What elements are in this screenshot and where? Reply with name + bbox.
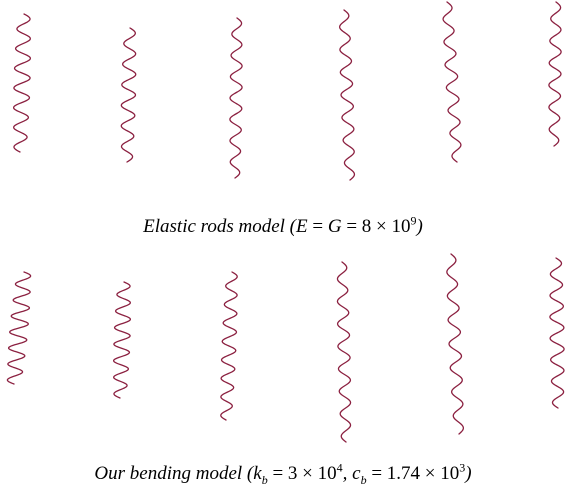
bending-model-strands	[6, 253, 565, 443]
cb-exponent: 3	[459, 460, 466, 475]
caption-value: = 8 × 10	[341, 216, 411, 237]
symbol-g: G	[327, 216, 342, 237]
strand-6	[548, 1, 562, 147]
elastic-rods-caption: Elastic rods model (E = G = 8 × 109)	[0, 213, 566, 238]
kb-exponent: 4	[336, 460, 343, 475]
strand-5	[442, 1, 462, 163]
caption-prefix: Elastic rods model (	[143, 216, 297, 237]
strand-1	[6, 271, 32, 385]
symbol-e: E	[296, 216, 308, 237]
caption-suffix: )	[465, 463, 472, 484]
strand-2	[120, 27, 137, 163]
elastic-rods-panel	[0, 0, 566, 200]
caption-exponent: 9	[410, 213, 417, 228]
kb-value: = 3 × 10	[267, 463, 337, 484]
strand-3	[229, 17, 243, 179]
bending-model-caption: Our bending model (kb = 3 × 104, cb = 1.…	[0, 460, 566, 487]
cb-value: = 1.74 × 10	[366, 463, 460, 484]
subscript-b: b	[261, 472, 268, 487]
caption-separator: ,	[342, 463, 353, 484]
elastic-rods-strands	[12, 1, 562, 181]
strand-4	[336, 261, 352, 443]
strand-2	[112, 281, 132, 399]
symbol-k: k	[253, 463, 262, 484]
strand-4	[338, 9, 356, 181]
subscript-b: b	[360, 472, 367, 487]
caption-prefix: Our bending model (	[94, 463, 254, 484]
caption-suffix: )	[416, 216, 423, 237]
symbol-c: c	[352, 463, 361, 484]
strand-1	[12, 13, 32, 153]
strand-3	[220, 271, 238, 421]
strand-6	[549, 257, 565, 409]
caption-equals: =	[307, 216, 328, 237]
strand-5	[446, 253, 465, 435]
bending-model-panel	[0, 252, 566, 452]
